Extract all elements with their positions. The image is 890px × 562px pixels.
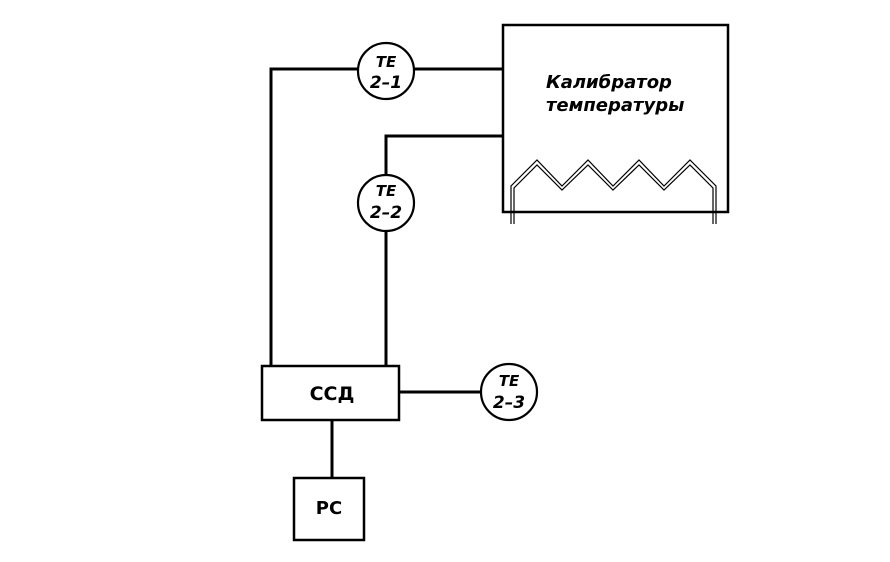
calibrator-heater-zigzag-icon [510,159,717,224]
ssd-label: ССД [310,383,355,405]
ssd-box [260,364,401,422]
sensor-te-2-2-circle [356,173,416,233]
sensor-te-2-1-number: 2–1 [370,73,402,93]
wire-calibrator-to-ssd-via-te-2-1 [269,67,503,366]
pc-label: PC [316,498,342,519]
temperature-calibrator: Калибратор температуры [501,23,730,224]
connection-wires [269,67,503,478]
sensor-te-2-3: TE 2–3 [479,362,539,422]
sensor-te-2-3-tag: TE [499,372,520,390]
calibrator-title-line-1: Калибратор [546,72,672,93]
ssd-unit: ССД [260,364,401,422]
sensor-te-2-2-tag: TE [376,182,397,200]
sensor-te-2-1-tag: TE [376,53,397,71]
calibrator-box [501,23,730,214]
sensor-te-2-1-circle [356,41,416,101]
calibrator-title-line-2: температуры [546,95,684,116]
sensor-te-2-2: TE 2–2 [356,173,416,233]
sensor-te-2-3-circle [479,362,539,422]
pc-unit: PC [292,476,366,542]
wire-calibrator-to-ssd-via-te-2-2 [384,134,503,366]
calibrator-heater-zigzag-icon-inner [513,164,714,224]
sensor-te-2-1: TE 2–1 [356,41,416,101]
sensor-te-2-3-number: 2–3 [493,393,525,413]
pc-box [292,476,366,542]
sensor-te-2-2-number: 2–2 [370,203,402,223]
